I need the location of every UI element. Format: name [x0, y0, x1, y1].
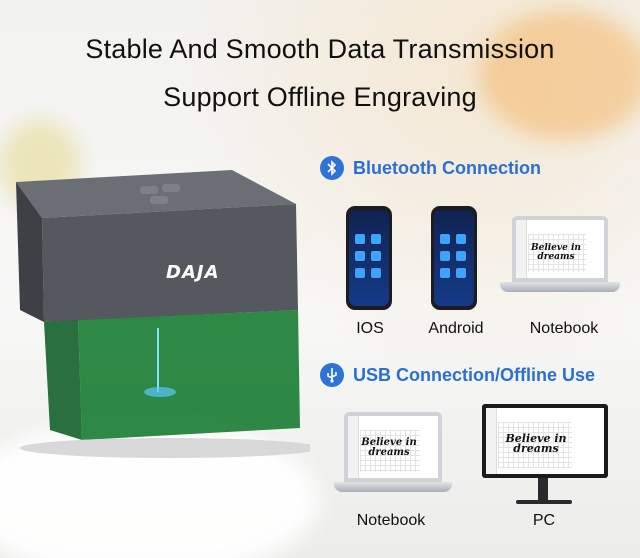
device-label-ios: IOS — [356, 320, 384, 337]
headline-line2: Support Offline Engraving — [163, 82, 477, 112]
app-icon — [456, 268, 466, 278]
toolbar — [486, 408, 497, 474]
laser-engraver-machine — [16, 170, 310, 458]
monitor-foot — [516, 500, 572, 504]
usb-icon — [320, 363, 344, 387]
usb-section-title: USB Connection/Offline Use — [320, 363, 595, 387]
machine-front — [42, 204, 298, 322]
machine-side — [16, 182, 44, 322]
device-label-pc: PC — [532, 512, 556, 529]
laptop-base — [334, 482, 452, 492]
background-flowers — [480, 10, 640, 140]
app-icon — [371, 268, 381, 278]
control-button — [150, 196, 168, 204]
app-icon — [440, 268, 450, 278]
app-icon — [440, 251, 450, 261]
app-icon — [456, 251, 466, 261]
app-icon — [355, 251, 365, 261]
laser-shield-side — [44, 320, 82, 440]
app-icon — [456, 234, 466, 244]
app-icon — [355, 268, 365, 278]
app-icon — [371, 234, 381, 244]
bluetooth-icon — [320, 156, 344, 180]
canvas-grid — [498, 422, 572, 468]
app-icon — [371, 251, 381, 261]
app-icon — [355, 234, 365, 244]
device-label-android: Android — [428, 320, 484, 337]
machine-base — [20, 438, 310, 458]
monitor-stand — [538, 478, 548, 502]
laser-shield — [78, 310, 300, 440]
android-phone — [431, 206, 477, 310]
canvas-grid — [528, 234, 586, 272]
bluetooth-section-title: Bluetooth Connection — [320, 156, 541, 180]
control-button — [140, 186, 158, 194]
laser-glow — [144, 387, 176, 397]
laptop-base — [500, 282, 620, 292]
bluetooth-title: Bluetooth Connection — [353, 157, 541, 178]
app-icon — [440, 234, 450, 244]
canvas-grid — [360, 430, 420, 472]
usb-title: USB Connection/Offline Use — [353, 364, 596, 385]
headline-line1: Stable And Smooth Data Transmission — [85, 34, 555, 64]
device-label-notebook: Notebook — [529, 320, 599, 337]
machine-top — [16, 170, 296, 218]
ios-phone — [346, 206, 392, 310]
control-button — [162, 184, 180, 192]
brand-logo: DAJA — [166, 262, 220, 283]
toolbar — [348, 416, 359, 478]
device-label-notebook-usb: Notebook — [356, 512, 426, 529]
toolbar — [516, 220, 527, 278]
